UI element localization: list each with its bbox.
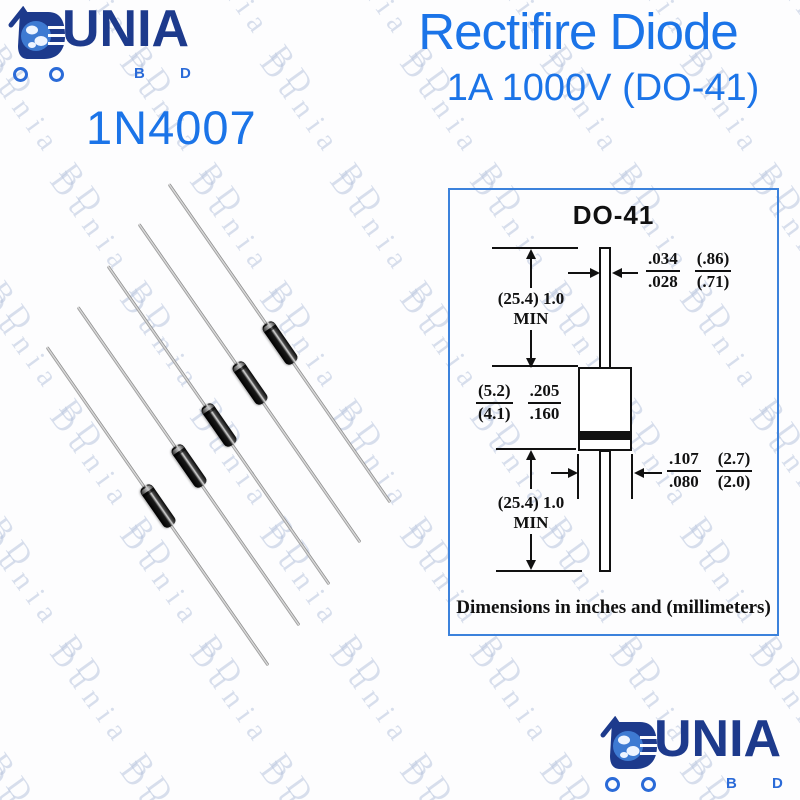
dim-min: MIN — [513, 309, 549, 329]
body-diameter-labels: .107 .080 (2.7) (2.0) — [667, 449, 753, 491]
lower-lead-shape — [599, 450, 611, 572]
speed-line-icon — [640, 744, 658, 747]
lead-diameter-labels: .034 .028 (.86) (.71) — [646, 249, 732, 291]
dim-value: .160 — [529, 403, 560, 423]
diode-body — [169, 442, 209, 490]
dim-value: .080 — [669, 471, 699, 491]
diode-body — [138, 482, 178, 530]
part-number: 1N4007 — [86, 101, 257, 154]
arrowhead-icon — [612, 268, 622, 278]
dim-value: .205 — [527, 381, 562, 404]
dim-value: (25.4) 1.0 — [497, 289, 565, 308]
dim-value: (.86) — [694, 249, 732, 272]
cart-wheel-icon — [641, 777, 656, 792]
cart-wheel-icon — [49, 67, 64, 82]
lead-dia-mm: (.86) (.71) — [694, 249, 732, 291]
diode-body-shape — [578, 367, 632, 451]
speed-line-icon — [640, 736, 658, 739]
diode-body — [260, 319, 300, 367]
diode-body — [230, 359, 270, 407]
dim-line — [496, 570, 582, 572]
product-subtitle: 1A 1000V (DO-41) — [446, 67, 760, 109]
do41-diagram: DO-41 (25.4) 1.0 MIN — [448, 188, 779, 636]
diagram-title: DO-41 — [572, 200, 655, 230]
dim-value: .028 — [648, 271, 678, 291]
cathode-band-shape — [580, 431, 630, 440]
brand-logo-bottom: UNIA B D — [600, 710, 800, 792]
dim-line — [530, 258, 532, 288]
dim-value: (5.2) — [476, 381, 513, 404]
dim-value: .034 — [646, 249, 680, 272]
dim-line — [551, 472, 571, 474]
globe-icon — [613, 731, 643, 761]
brand-subrow: B D — [8, 65, 208, 82]
dim-line — [496, 448, 576, 450]
speed-line-icon — [48, 42, 66, 45]
body-dia-mm: (2.7) (2.0) — [715, 449, 753, 491]
dim-value: (4.1) — [478, 403, 511, 423]
globe-land-icon — [28, 42, 36, 48]
diagram-caption: Dimensions in inches and (millimeters) — [456, 597, 771, 618]
brand-wordmark: UNIA — [654, 710, 782, 768]
dim-value: (2.0) — [717, 471, 751, 491]
body-len-mm: (5.2) (4.1) — [476, 381, 513, 423]
dim-line — [530, 534, 532, 562]
cart-d-icon — [8, 6, 66, 59]
brand-logo-top: UNIA B D — [8, 0, 208, 82]
cart-wheel-icon — [13, 67, 28, 82]
dim-line — [492, 247, 578, 249]
globe-land-icon — [34, 36, 48, 46]
diode-1 — [163, 179, 398, 507]
dim-line — [530, 330, 532, 360]
speed-line-icon — [48, 34, 66, 37]
ext-line — [577, 454, 579, 499]
speed-line-icon — [640, 752, 658, 755]
arrowhead-icon — [526, 450, 536, 460]
globe-icon — [21, 21, 51, 51]
diode-2 — [133, 219, 368, 547]
brand-subrow: B D — [600, 775, 800, 792]
dim-value: .107 — [667, 449, 701, 472]
upper-lead-length-label: (25.4) 1.0 MIN — [471, 289, 591, 330]
dim-min: MIN — [513, 513, 549, 533]
body-length-labels: (5.2) (4.1) .205 .160 — [476, 381, 562, 423]
dim-value: (2.7) — [715, 449, 753, 472]
arrowhead-icon — [526, 560, 536, 570]
dim-value: (25.4) 1.0 — [497, 493, 565, 512]
arrowhead-icon — [590, 268, 600, 278]
arrowhead-icon — [634, 468, 644, 478]
diode-3 — [102, 261, 337, 589]
diode-5 — [41, 342, 276, 670]
upper-lead-shape — [599, 247, 611, 369]
globe-land-icon — [618, 735, 630, 745]
cart-d-icon — [600, 716, 658, 769]
dim-line — [568, 272, 594, 274]
globe-land-icon — [620, 752, 628, 758]
brand-letter-d: D — [180, 65, 191, 82]
dim-value: (.71) — [696, 271, 730, 291]
body-len-inches: .205 .160 — [527, 381, 562, 423]
lower-lead-length-label: (25.4) 1.0 MIN — [471, 493, 591, 534]
brand-letter-d: D — [772, 775, 783, 792]
lead-dia-inches: .034 .028 — [646, 249, 680, 291]
diode-4 — [72, 302, 307, 630]
arrowhead-icon — [526, 249, 536, 259]
brand-letter-b: B — [726, 775, 737, 792]
body-dia-inches: .107 .080 — [667, 449, 701, 491]
brand-wordmark: UNIA — [62, 0, 190, 58]
dim-line — [642, 472, 662, 474]
speed-line-icon — [48, 26, 66, 29]
arrowhead-icon — [568, 468, 578, 478]
arrowhead-icon — [526, 358, 536, 368]
cart-wheel-icon — [605, 777, 620, 792]
globe-land-icon — [626, 746, 640, 756]
dim-line — [620, 272, 638, 274]
diode-body — [199, 401, 239, 449]
ext-line — [631, 454, 633, 499]
product-title: Rectifire Diode — [418, 3, 738, 60]
brand-letter-b: B — [134, 65, 145, 82]
globe-land-icon — [26, 25, 38, 35]
dim-line — [530, 459, 532, 489]
